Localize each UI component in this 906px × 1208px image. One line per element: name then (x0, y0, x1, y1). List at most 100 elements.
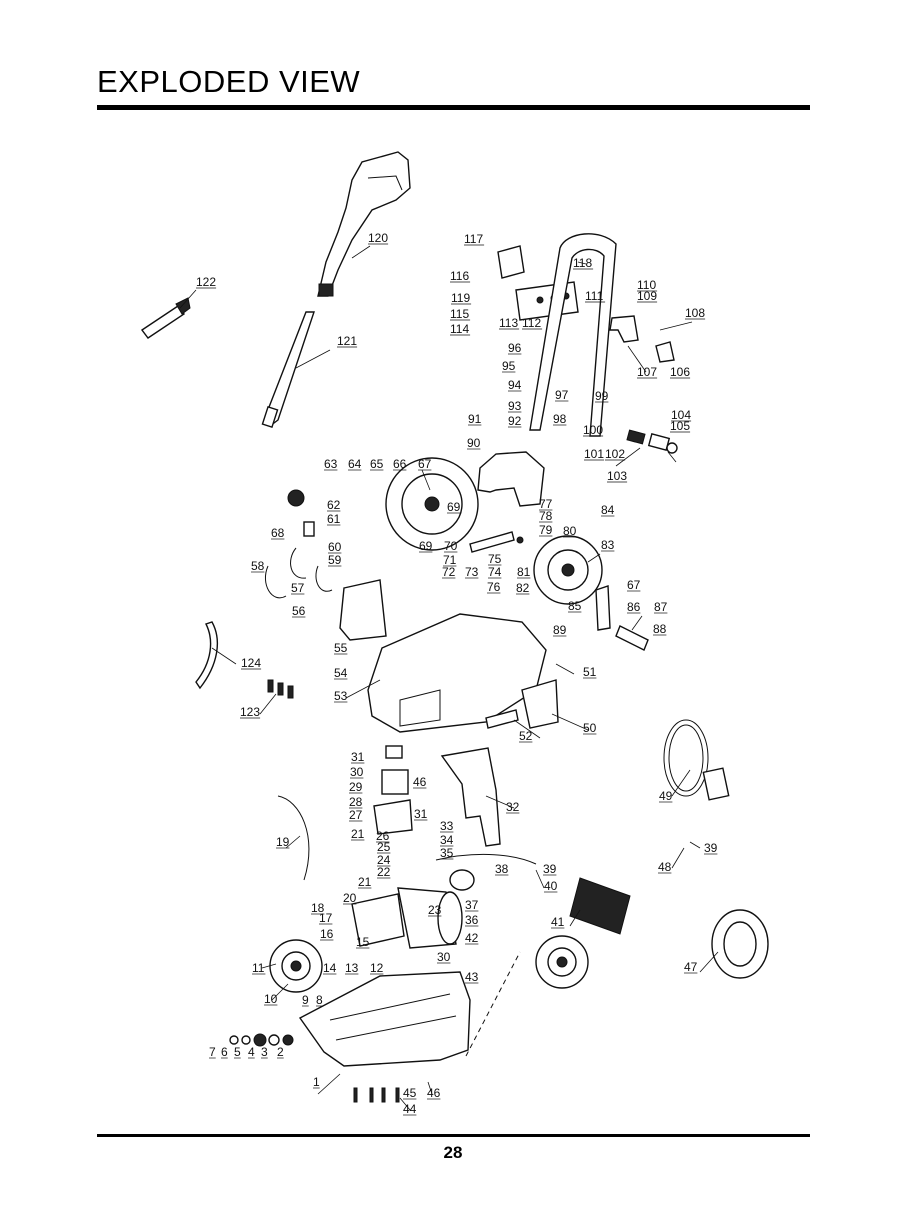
part-label-49: 49 (659, 789, 673, 803)
part-label-25: 25 (377, 840, 391, 854)
part-label-121: 121 (337, 334, 357, 348)
part-label-109: 109 (637, 289, 657, 303)
page-number: 28 (443, 1143, 463, 1162)
part-label-64: 64 (348, 457, 362, 471)
part-label-82: 82 (516, 581, 530, 595)
part-label-77: 77 (539, 497, 553, 511)
hose-reel-right (533, 535, 603, 605)
inlet-fitting (626, 429, 678, 454)
part-label-58: 58 (251, 559, 265, 573)
side-panel (521, 679, 559, 729)
part-label-18: 18 (311, 901, 325, 915)
motor (397, 887, 463, 949)
part-label-119: 119 (451, 291, 470, 305)
part-label-44: 44 (403, 1102, 417, 1116)
bypass-hose (277, 795, 310, 881)
part-label-69: 69 (419, 539, 433, 553)
filter-screen (569, 877, 631, 935)
part-label-27: 27 (349, 808, 363, 822)
part-label-100: 100 (583, 423, 603, 437)
part-label-93: 93 (508, 399, 522, 413)
part-label-14: 14 (323, 961, 337, 975)
part-label-17: 17 (319, 911, 333, 925)
part-label-69: 69 (447, 500, 461, 514)
page-title: EXPLODED VIEW (97, 64, 361, 99)
part-label-39: 39 (543, 862, 557, 876)
part-label-37: 37 (465, 898, 479, 912)
part-label-55: 55 (334, 641, 348, 655)
nozzle (140, 297, 191, 339)
part-label-76: 76 (487, 580, 501, 594)
part-label-87: 87 (654, 600, 668, 614)
part-label-114: 114 (450, 322, 469, 336)
part-label-40: 40 (544, 879, 558, 893)
part-label-28: 28 (349, 795, 363, 809)
title-rule (97, 105, 810, 110)
part-label-9: 9 (302, 993, 309, 1007)
part-label-74: 74 (488, 565, 502, 579)
part-label-2: 2 (277, 1045, 284, 1059)
part-label-66: 66 (393, 457, 407, 471)
part-label-120: 120 (368, 231, 388, 245)
part-label-59: 59 (328, 553, 342, 567)
part-label-6: 6 (221, 1045, 228, 1059)
part-label-70: 70 (444, 539, 458, 553)
part-label-10: 10 (264, 992, 278, 1006)
part-label-103: 103 (607, 469, 627, 483)
part-label-38: 38 (495, 862, 509, 876)
handle-frame (529, 233, 617, 437)
part-label-8: 8 (316, 993, 323, 1007)
part-label-11: 11 (252, 961, 265, 975)
part-label-118: 118 (573, 256, 592, 270)
hose-strip (195, 621, 219, 690)
spray-gun (317, 151, 411, 297)
part-label-30: 30 (350, 765, 364, 779)
part-label-65: 65 (370, 457, 384, 471)
part-label-67: 67 (418, 457, 432, 471)
bottom-screws (353, 1087, 400, 1103)
switch-box (373, 745, 413, 835)
part-label-91: 91 (468, 412, 482, 426)
reel-axle (469, 531, 524, 553)
quick-connect-tips (267, 679, 294, 699)
part-label-31: 31 (351, 750, 365, 764)
part-label-94: 94 (508, 378, 522, 392)
part-label-90: 90 (467, 436, 481, 450)
part-label-117: 117 (464, 232, 483, 246)
part-label-56: 56 (292, 604, 306, 618)
part-label-115: 115 (450, 307, 469, 321)
hose-reel-left (385, 457, 479, 551)
part-label-68: 68 (271, 526, 285, 540)
part-label-112: 112 (522, 316, 541, 330)
part-label-89: 89 (553, 623, 567, 637)
part-label-106: 106 (670, 365, 690, 379)
part-label-16: 16 (320, 927, 334, 941)
part-label-110: 110 (637, 278, 656, 292)
part-label-21: 21 (358, 875, 372, 889)
part-label-15: 15 (356, 935, 370, 949)
part-label-62: 62 (327, 498, 341, 512)
part-label-23: 23 (428, 903, 442, 917)
part-label-111: 111 (585, 289, 604, 303)
part-label-4: 4 (248, 1045, 255, 1059)
part-label-122: 122 (196, 275, 216, 289)
part-label-54: 54 (334, 666, 348, 680)
part-label-34: 34 (440, 833, 454, 847)
capacitor (449, 869, 475, 891)
part-label-95: 95 (502, 359, 516, 373)
leader-lines (179, 245, 719, 1111)
part-label-85: 85 (568, 599, 582, 613)
part-label-61: 61 (327, 512, 341, 526)
part-label-113: 113 (499, 316, 518, 330)
axle-line (465, 951, 521, 1057)
part-label-104: 104 (671, 408, 691, 422)
part-label-81: 81 (517, 565, 531, 579)
part-label-52: 52 (519, 729, 533, 743)
power-cable (435, 853, 537, 865)
part-label-101: 101 (584, 447, 604, 461)
part-label-63: 63 (324, 457, 338, 471)
main-housing (367, 613, 547, 733)
part-label-116: 116 (450, 269, 469, 283)
part-label-26: 26 (376, 829, 390, 843)
